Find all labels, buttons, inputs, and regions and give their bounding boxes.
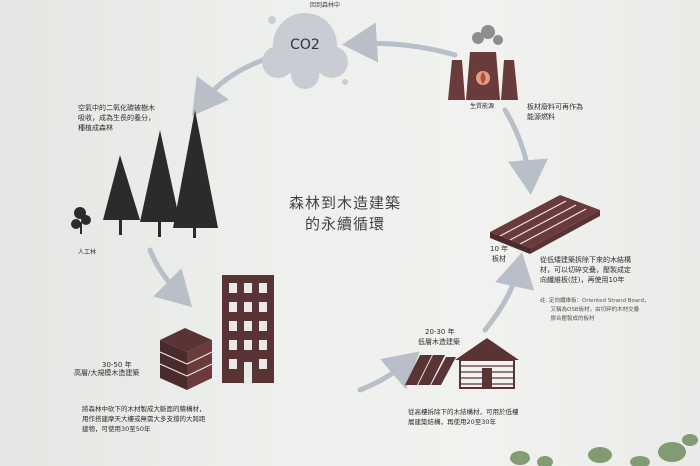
lumber-pile-icon bbox=[405, 355, 456, 385]
poster-title: 森林到木造建築 的永續循環 bbox=[275, 193, 415, 235]
house-age: 20-30 年 bbox=[425, 328, 455, 336]
title-line-1: 森林到木造建築 bbox=[288, 194, 401, 212]
decorative-leaves bbox=[510, 434, 698, 466]
biomass-label: 生質能源 bbox=[470, 103, 495, 110]
forest-caption: 空氣中的二氧化碳被樹木 吸收，成為生長的養分， 種植成森林 bbox=[78, 104, 155, 132]
lumber-caption: 從低矮建築拆除下來的木結構 材，可以切碎交叠，壓製成定 向纖維板(註)，再使用1… bbox=[540, 256, 631, 284]
house-caption: 從高樓拆除下的木結構材，可用於低樓 層建築結構，再使用20至30年 bbox=[408, 408, 519, 426]
log-house-icon bbox=[455, 338, 519, 389]
osb-footnote: 註. 定向纖維板：Oriented Strand Board， 又稱為OSB板材… bbox=[540, 298, 650, 322]
cycle-arrows bbox=[147, 22, 548, 393]
lumber-label: 板材 bbox=[492, 255, 506, 263]
timber-stack-icon bbox=[159, 328, 213, 390]
plantation-label: 人工林 bbox=[78, 249, 97, 256]
co2-label: CO2 bbox=[290, 37, 320, 53]
osb-boards-icon bbox=[490, 195, 600, 254]
co2-cloud bbox=[262, 13, 348, 89]
house-label: 低層木造建築 bbox=[418, 338, 460, 346]
highrise-label: 高層/大規模木造建築 bbox=[74, 369, 140, 377]
forest-trees-icon bbox=[71, 110, 218, 238]
highrise-caption: 將森林中砍下的木材製成大斷面的積構材， 用作搭建摩天大樓或無需大多支撐的大跨距 … bbox=[82, 405, 206, 433]
biomass-caption: 板材廢料可再作為 能源燃料 bbox=[527, 103, 583, 121]
lumber-age: 10 年 bbox=[490, 245, 509, 253]
title-line-2: 的永續循環 bbox=[304, 215, 385, 233]
power-plant-icon bbox=[448, 25, 518, 100]
highrise-age: 30-50 年 bbox=[102, 361, 132, 369]
return-to-forest-label: 回到森林中 bbox=[310, 2, 341, 9]
highrise-building-icon bbox=[222, 275, 274, 383]
